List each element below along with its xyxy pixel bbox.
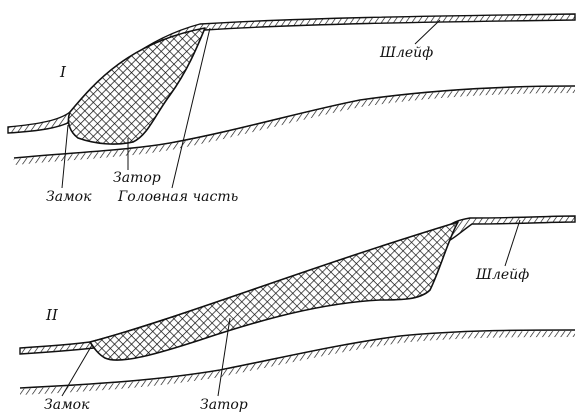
diagram-1-numeral: I [59, 63, 67, 81]
diagram-2-label-shleif: Шлейф [475, 267, 529, 283]
diagram-1-label-zamok: Замок [46, 189, 92, 205]
diagram-2-label-zamok: Замок [44, 397, 90, 413]
diagram-2-label-zator: Затор [200, 397, 248, 413]
diagram-1-label-golovnaya: Головная часть [117, 189, 238, 205]
diagram-1-leader-shleif [415, 20, 440, 44]
diagram-1-label-zator: Затор [113, 170, 161, 186]
diagram-1-jam-body [68, 28, 205, 144]
diagram-1: I Шлейф Затор Замок Головная часть [8, 14, 575, 205]
diagram-2-leader-shleif [505, 220, 520, 266]
diagram-2: II Шлейф Замок Затор [20, 216, 575, 413]
diagram-2-numeral: II [45, 306, 59, 324]
diagram-1-label-shleif: Шлейф [379, 45, 433, 61]
